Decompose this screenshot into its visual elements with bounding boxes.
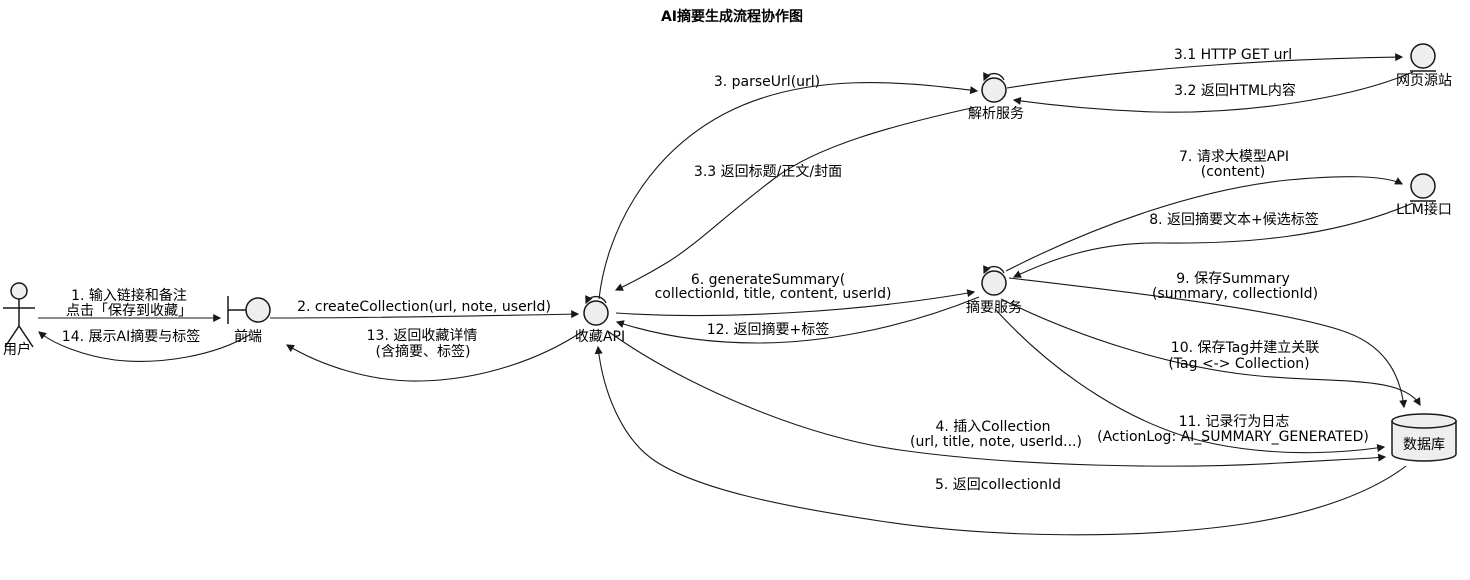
boundary-frontend-label: 前端 — [234, 328, 262, 345]
message-10-arrow — [1000, 298, 1421, 407]
message-3-1: 3.1 HTTP GET url — [1006, 47, 1404, 89]
control-circle-icon — [981, 270, 1007, 296]
message-4: 4. 插入Collection (url, title, note, userI… — [608, 331, 1387, 467]
message-3-2-label-line1: 3.2 返回HTML内容 — [1174, 82, 1296, 99]
message-1: 1. 输入链接和备注 点击「保存到收藏」 — [38, 287, 222, 322]
message-7-label-line1: 7. 请求大模型API — [1179, 149, 1289, 165]
message-8-arrow — [1012, 202, 1414, 278]
message-8-label-line1: 8. 返回摘要文本+候选标签 — [1149, 211, 1319, 228]
entity-llm-api-label: LLM接口 — [1396, 201, 1452, 218]
control-hook-icon — [983, 265, 1005, 275]
message-7: 7. 请求大模型API (content) — [1005, 149, 1404, 272]
control-collection-api-label: 收藏API — [575, 329, 625, 345]
message-9-label-line1: 9. 保存Summary — [1176, 271, 1289, 287]
message-13: 13. 返回收藏详情 (含摘要、标签) — [285, 328, 584, 382]
control-circle-icon — [981, 77, 1007, 103]
entity-circle-icon — [1410, 173, 1436, 199]
actor-user-label: 用户 — [3, 341, 31, 358]
message-11-arrow — [994, 308, 1386, 454]
message-2-label-line1: 2. createCollection(url, note, userId) — [297, 299, 551, 315]
control-hook-icon — [983, 72, 1005, 82]
message-11-label-line1: 11. 记录行为日志 — [1179, 414, 1290, 430]
message-10: 10. 保存Tag并建立关联 (Tag <-> Collection) — [1000, 298, 1421, 407]
message-2: 2. createCollection(url, note, userId) — [269, 299, 580, 319]
actor-head-icon — [10, 282, 28, 300]
message-8: 8. 返回摘要文本+候选标签 — [1012, 202, 1414, 278]
entity-llm-api: LLM接口 — [1396, 173, 1452, 218]
message-6: 6. generateSummary( collectionId, title,… — [615, 272, 976, 317]
message-3-3-label-line1: 3.3 返回标题/正文/封面 — [694, 164, 842, 180]
message-3-2-arrow — [1012, 71, 1414, 113]
control-summary-service-label: 摘要服务 — [966, 299, 1022, 316]
message-9-label-line2: (summary, collectionId) — [1152, 286, 1318, 302]
message-12-label-line1: 12. 返回摘要+标签 — [707, 321, 829, 338]
control-summary-service: 摘要服务 — [966, 265, 1022, 316]
message-5-arrow — [594, 345, 1407, 536]
boundary-bar-icon — [227, 296, 246, 324]
message-6-label-line2: collectionId, title, content, userId) — [655, 286, 892, 302]
message-1-label-line1: 1. 输入链接和备注 — [71, 287, 187, 304]
message-5-label-line1: 5. 返回collectionId — [935, 477, 1061, 493]
message-12-arrow — [615, 296, 980, 344]
message-2-arrow — [269, 310, 580, 319]
message-10-label-line1: 10. 保存Tag并建立关联 — [1171, 340, 1319, 356]
boundary-frontend: 前端 — [227, 296, 271, 345]
message-14: 14. 展示AI摘要与标签 — [38, 328, 252, 362]
message-9-arrow — [1008, 277, 1408, 409]
message-4-label-line2: (url, title, note, userId...) — [910, 434, 1082, 450]
database-cylinder-top-icon — [1391, 413, 1457, 429]
message-3-arrow — [598, 82, 979, 300]
entity-web-source-label: 网页源站 — [1396, 73, 1452, 89]
entity-circle-icon — [1410, 43, 1436, 69]
message-1-label-line2: 点击「保存到收藏」 — [66, 303, 192, 319]
message-13-arrow — [285, 330, 584, 382]
message-4-label-line1: 4. 插入Collection — [935, 419, 1050, 435]
control-collection-api: 收藏API — [575, 295, 625, 345]
actor-body-icon — [3, 299, 35, 348]
message-14-arrow — [38, 331, 252, 362]
database-label: 数据库 — [1403, 437, 1445, 453]
entity-web-source: 网页源站 — [1396, 43, 1452, 89]
message-7-label-line2: (content) — [1201, 164, 1266, 180]
message-11-label-line2: (ActionLog: AI_SUMMARY_GENERATED) — [1097, 429, 1369, 445]
database-cylinder-icon — [1391, 420, 1457, 462]
message-3-2: 3.2 返回HTML内容 — [1012, 71, 1414, 113]
message-10-label-line2: (Tag <-> Collection) — [1168, 356, 1309, 372]
message-3-1-label-line1: 3.1 HTTP GET url — [1174, 47, 1292, 63]
message-3-1-arrow — [1006, 53, 1404, 89]
message-6-label-line1: 6. generateSummary( — [691, 272, 845, 288]
control-parse-service-label: 解析服务 — [968, 106, 1024, 122]
message-14-label-line1: 14. 展示AI摘要与标签 — [62, 328, 200, 345]
database-node: 数据库 — [1391, 413, 1457, 462]
message-3: 3. parseUrl(url) — [598, 74, 979, 300]
message-5: 5. 返回collectionId — [594, 345, 1407, 536]
message-6-arrow — [615, 289, 976, 317]
message-9: 9. 保存Summary (summary, collectionId) — [1008, 271, 1408, 409]
message-4-arrow — [608, 331, 1387, 467]
actor-user: 用户 — [3, 282, 35, 358]
message-13-label-line2: (含摘要、标签) — [376, 343, 471, 360]
boundary-circle-icon — [245, 297, 271, 323]
control-circle-icon — [583, 300, 609, 326]
message-7-arrow — [1005, 176, 1404, 272]
message-3-3: 3.3 返回标题/正文/封面 — [614, 106, 977, 291]
message-12: 12. 返回摘要+标签 — [615, 296, 980, 344]
diagram-title: AI摘要生成流程协作图 — [661, 8, 803, 25]
message-13-label-line1: 13. 返回收藏详情 — [367, 328, 478, 344]
control-parse-service: 解析服务 — [968, 72, 1024, 122]
message-3-3-arrow — [614, 106, 977, 291]
message-11: 11. 记录行为日志 (ActionLog: AI_SUMMARY_GENERA… — [994, 308, 1386, 454]
message-3-label-line1: 3. parseUrl(url) — [714, 74, 820, 90]
control-hook-icon — [585, 295, 607, 305]
